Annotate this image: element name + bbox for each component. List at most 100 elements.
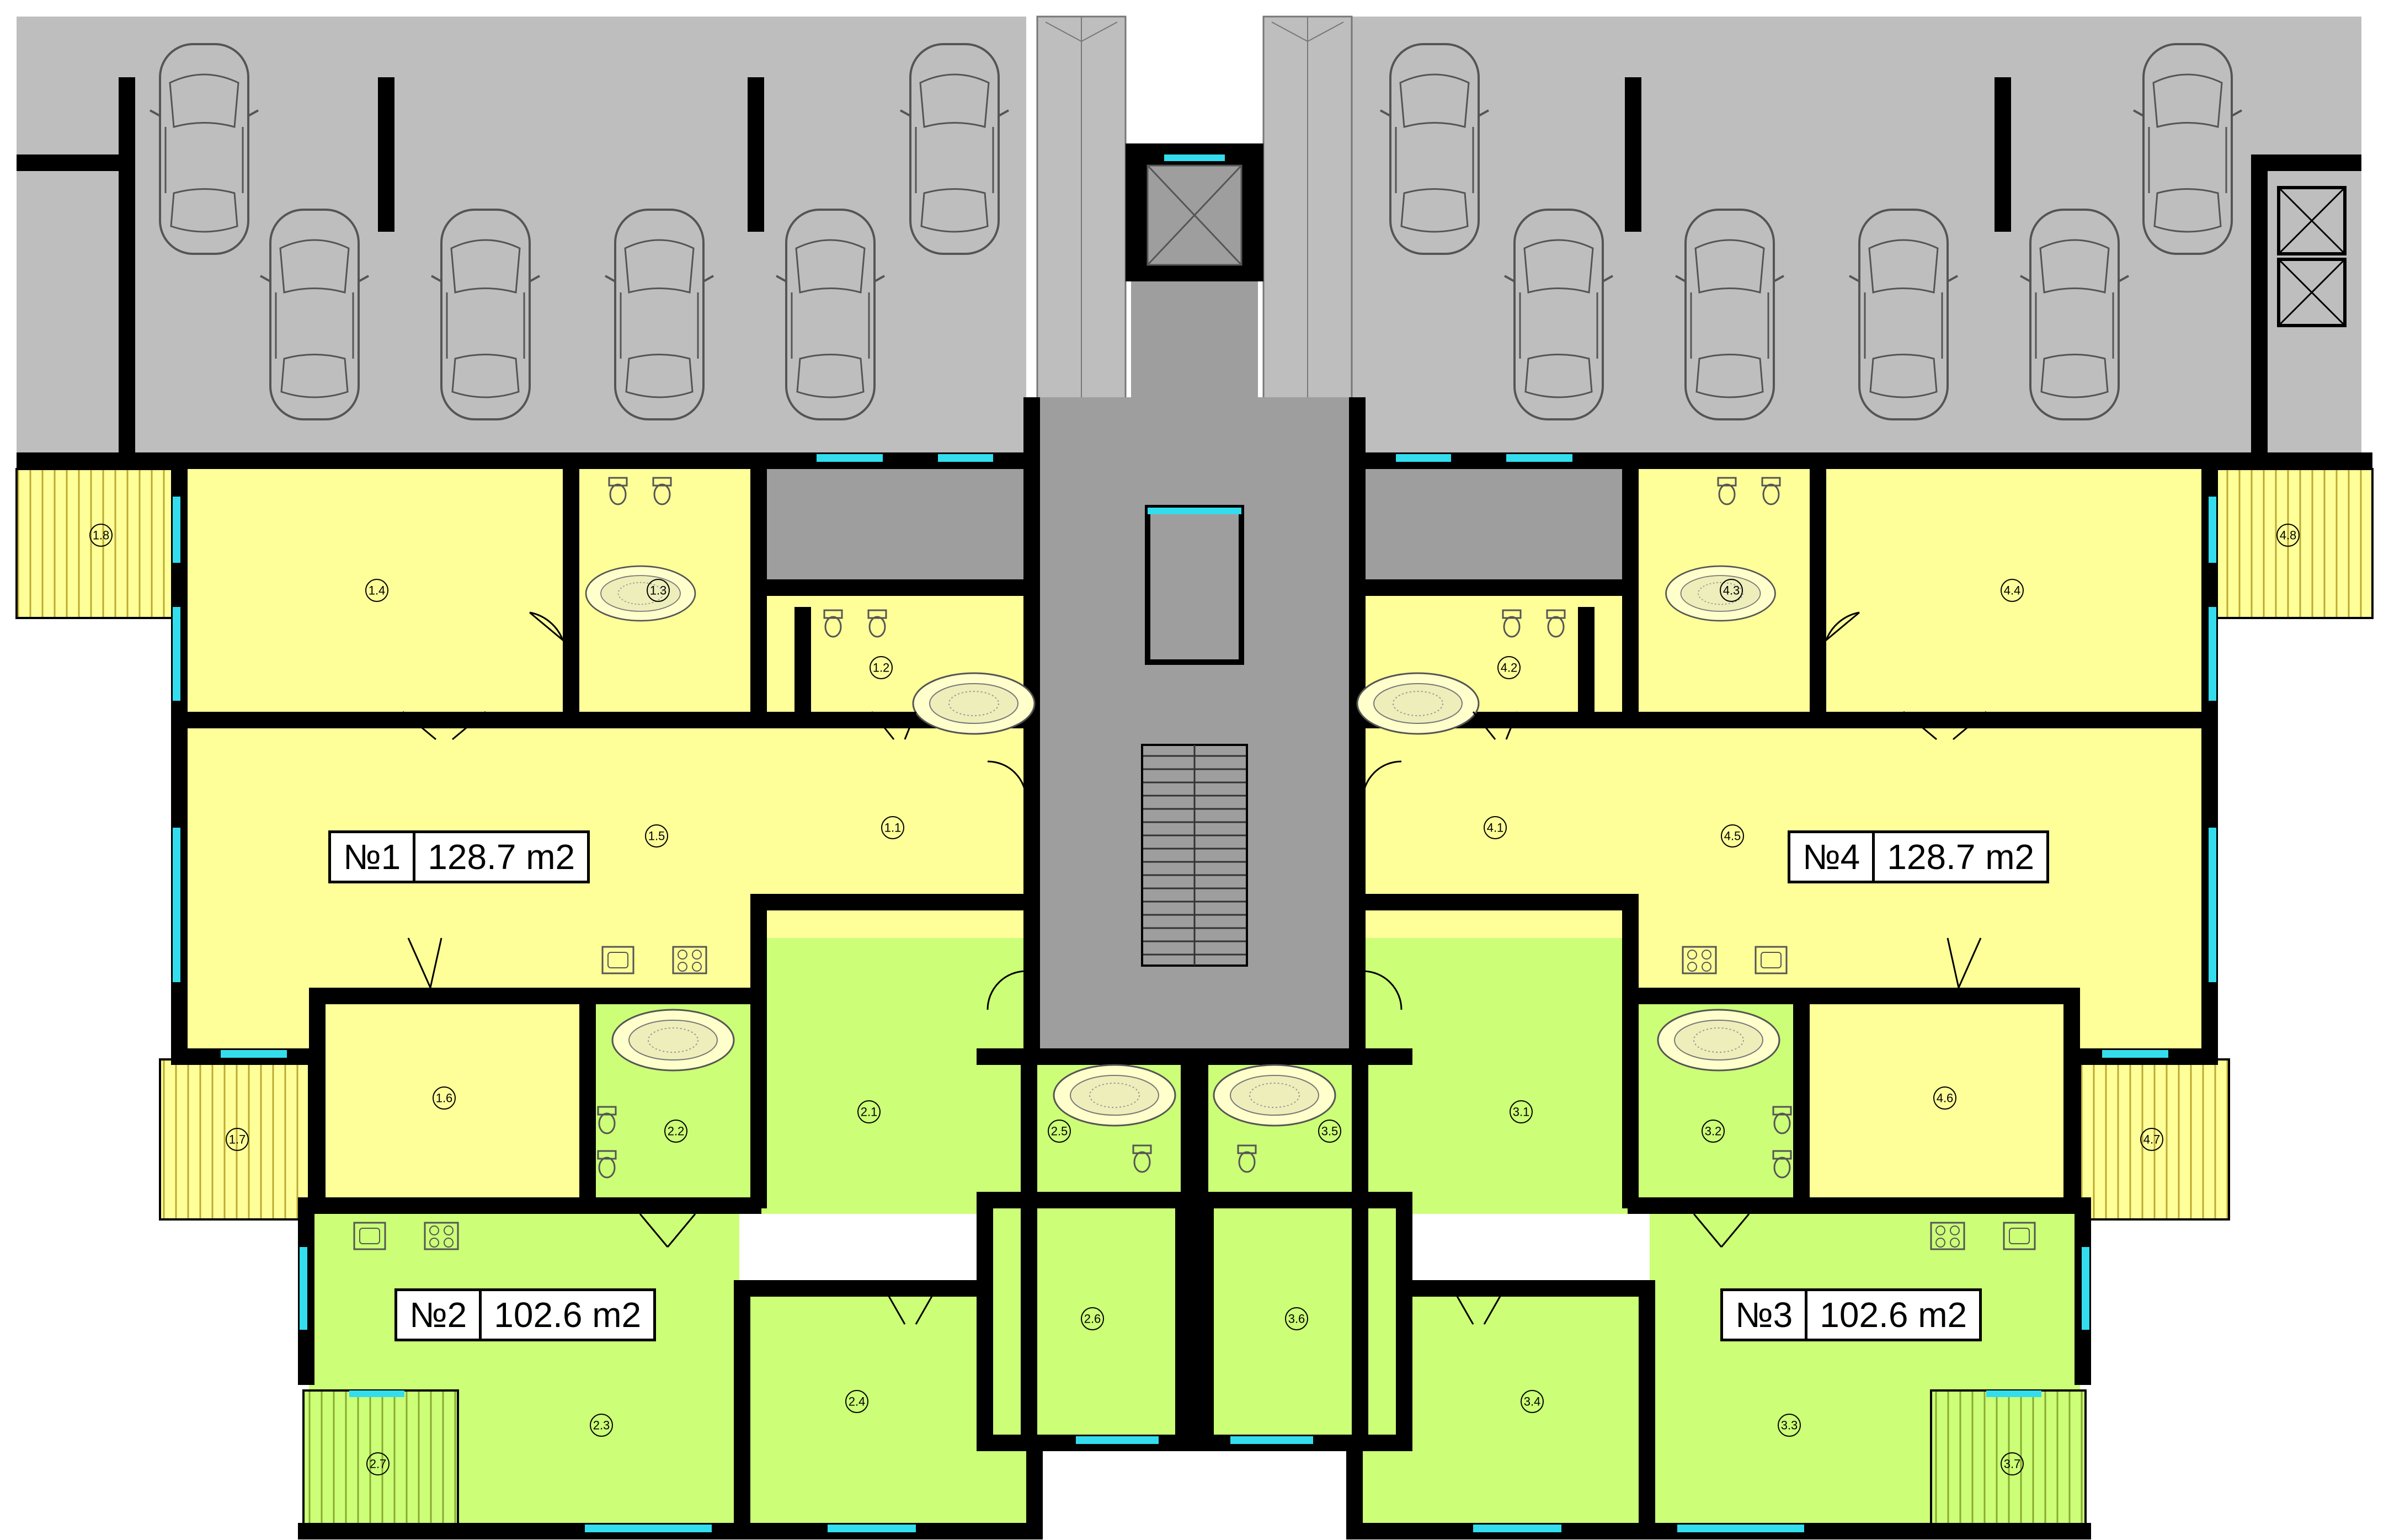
room-marker: 2.5: [1048, 1120, 1071, 1143]
apartment-4-label: №4 128.7 m2: [1788, 830, 2050, 883]
balcony-4-8: [2206, 468, 2374, 619]
room-marker: 2.3: [590, 1414, 613, 1437]
room-labels: 1.8 1.4 1.3 1.2 1.5 1.1 1.6 1.7 2.1 2.2 …: [89, 524, 2300, 1475]
room-marker: 3.1: [1510, 1100, 1533, 1123]
svg-text:1.5: 1.5: [648, 829, 665, 843]
svg-text:2.7: 2.7: [370, 1457, 387, 1471]
service-rooms: [761, 469, 1628, 579]
core-rooms: [1145, 505, 1244, 665]
svg-text:1.6: 1.6: [436, 1091, 453, 1105]
apartment-1-label: №1 128.7 m2: [328, 830, 590, 883]
room-marker: 1.8: [89, 524, 113, 547]
balcony-1-8: [15, 468, 183, 619]
room-marker: 2.7: [366, 1452, 390, 1475]
bathtub-icon: [912, 672, 1036, 735]
separator: [479, 1291, 482, 1339]
svg-text:1.3: 1.3: [650, 584, 667, 598]
room-marker: 2.4: [845, 1390, 868, 1413]
apartment-area: 128.7 m2: [1887, 837, 2035, 877]
room-marker: 2.2: [664, 1120, 687, 1143]
room-marker: 1.7: [226, 1128, 249, 1151]
svg-text:4.7: 4.7: [2143, 1133, 2161, 1147]
room-marker: 3.7: [2001, 1452, 2024, 1475]
room-marker: 2.6: [1081, 1307, 1104, 1330]
apartment-area: 102.6 m2: [1820, 1295, 1967, 1335]
apartment-number: №4: [1803, 837, 1860, 877]
room-marker: 3.4: [1521, 1390, 1544, 1413]
separator: [413, 833, 416, 881]
room-marker: 4.2: [1497, 656, 1521, 679]
svg-text:4.4: 4.4: [2004, 584, 2021, 598]
room-marker: 1.4: [365, 579, 388, 602]
svg-text:3.7: 3.7: [2004, 1457, 2021, 1471]
room-marker: 4.4: [2001, 579, 2024, 602]
svg-text:2.4: 2.4: [849, 1395, 866, 1409]
walls: [17, 397, 2372, 1539]
room-marker: 2.1: [857, 1100, 881, 1123]
room-marker: 1.5: [645, 824, 668, 848]
svg-text:4.1: 4.1: [1487, 821, 1504, 835]
svg-text:3.1: 3.1: [1513, 1105, 1530, 1119]
room-marker: 1.6: [433, 1086, 456, 1110]
svg-text:1.2: 1.2: [873, 661, 890, 675]
room-marker: 1.3: [647, 579, 670, 602]
bathtub-icon: [611, 1009, 735, 1072]
apartment-number: №2: [409, 1295, 467, 1335]
svg-text:3.5: 3.5: [1321, 1125, 1339, 1138]
elevator-icon: [2277, 186, 2347, 327]
room-marker: 4.5: [1721, 824, 1744, 848]
ramp-right: [1262, 15, 1353, 404]
door-swing-icon: [402, 611, 1987, 1325]
apartment-3-label: №3 102.6 m2: [1720, 1288, 1982, 1341]
room-marker: 1.2: [870, 656, 893, 679]
svg-text:4.5: 4.5: [1724, 829, 1741, 843]
svg-text:2.3: 2.3: [593, 1419, 610, 1432]
apartment-area: 128.7 m2: [428, 837, 575, 877]
separator: [1872, 833, 1875, 881]
parking-right: [1352, 17, 2361, 452]
room-marker: 4.6: [1933, 1086, 1956, 1110]
room-marker: 4.7: [2140, 1128, 2163, 1151]
svg-text:1.4: 1.4: [369, 584, 386, 598]
apartment-number: №1: [343, 837, 401, 877]
apartment-area: 102.6 m2: [494, 1295, 642, 1335]
apartment-3: [1208, 938, 2080, 1534]
svg-text:4.2: 4.2: [1501, 661, 1518, 675]
parking-walls: [17, 77, 2361, 452]
room-marker: 1.1: [881, 816, 904, 839]
bathtub-icon: [1657, 1009, 1780, 1072]
svg-text:3.6: 3.6: [1288, 1312, 1305, 1326]
svg-text:2.5: 2.5: [1051, 1125, 1068, 1138]
room-marker: 4.1: [1484, 816, 1507, 839]
bathtub-icon: [585, 565, 696, 622]
parking-left: [17, 17, 1026, 452]
svg-text:2.2: 2.2: [668, 1125, 685, 1138]
ramp-left: [1036, 15, 1127, 404]
room-marker: 3.3: [1778, 1414, 1801, 1437]
apartment-number: №3: [1735, 1295, 1793, 1335]
room-marker: 3.6: [1285, 1307, 1308, 1330]
svg-text:1.1: 1.1: [884, 821, 902, 835]
svg-text:1.8: 1.8: [93, 529, 110, 542]
svg-text:1.7: 1.7: [229, 1133, 246, 1147]
svg-text:4.3: 4.3: [1723, 584, 1740, 598]
windows: [173, 454, 2216, 1532]
bathtub-icon: [1053, 1064, 1176, 1127]
room-marker: 4.3: [1720, 579, 1743, 602]
stairs-icon: [1141, 744, 1248, 967]
svg-text:3.4: 3.4: [1524, 1395, 1541, 1409]
room-marker: 4.8: [2276, 524, 2300, 547]
room-marker: 3.2: [1702, 1120, 1725, 1143]
room-marker: 3.5: [1318, 1120, 1341, 1143]
balcony-2-7: [302, 1389, 459, 1535]
bathtub-icon: [1356, 672, 1480, 735]
svg-text:2.1: 2.1: [861, 1105, 878, 1119]
svg-text:3.3: 3.3: [1781, 1419, 1798, 1432]
svg-text:4.8: 4.8: [2280, 529, 2297, 542]
svg-text:4.6: 4.6: [1937, 1091, 1954, 1105]
bathtub-icon: [1213, 1064, 1336, 1127]
svg-text:3.2: 3.2: [1705, 1125, 1722, 1138]
svg-text:2.6: 2.6: [1084, 1312, 1101, 1326]
separator: [1805, 1291, 1808, 1339]
